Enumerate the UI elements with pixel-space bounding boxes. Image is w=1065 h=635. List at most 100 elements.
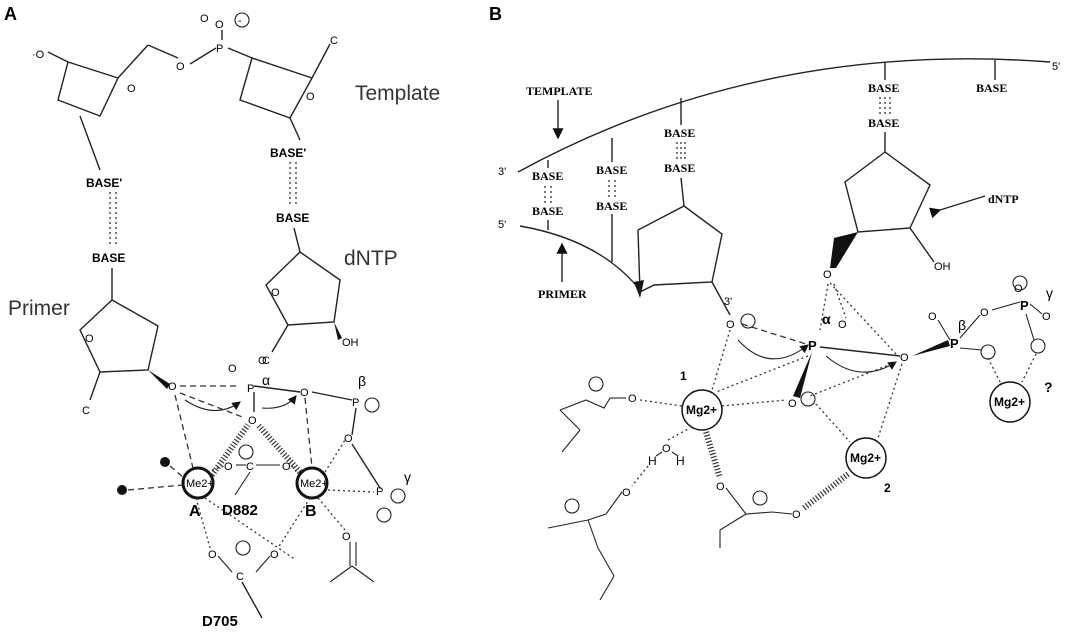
a-base-prime-left: BASE' <box>86 176 122 190</box>
svg-text:C: C <box>236 571 244 583</box>
a-base-prime-right: BASE' <box>270 146 306 160</box>
mg-1-number: 1 <box>680 369 687 383</box>
template-label: Template <box>355 82 440 105</box>
svg-text:O: O <box>168 381 177 393</box>
svg-text:C: C <box>330 35 338 47</box>
svg-text:P: P <box>376 486 383 498</box>
residue-d882: D882 <box>222 502 258 519</box>
svg-text:O: O <box>127 83 136 95</box>
b-base-4-dntp: BASE <box>868 116 899 130</box>
panel-a: A ·O O O P O - O O C Template BASE' <box>4 4 440 630</box>
svg-text:O: O <box>1042 311 1051 323</box>
a-base-left: BASE <box>92 251 125 265</box>
svg-text:O: O <box>628 393 637 405</box>
svg-text:O: O <box>716 481 725 493</box>
svg-text:O: O <box>258 355 267 367</box>
svg-text:O: O <box>622 487 631 499</box>
svg-text:O: O <box>342 531 351 543</box>
alpha-b: α <box>822 311 831 327</box>
svg-text:O: O <box>176 61 185 73</box>
b-base-2-template: BASE <box>596 163 627 177</box>
panel-b: B 3' 5' TEMPLATE BASE BASE BASE BASE BAS… <box>489 4 1060 601</box>
svg-text:O: O <box>928 311 937 323</box>
template-3prime: 3' <box>498 166 506 178</box>
metal-a-symbol: Me2+ <box>186 478 214 490</box>
svg-text:P: P <box>352 397 359 409</box>
panel-a-label: A <box>4 4 17 24</box>
b-base-5-template: BASE <box>976 81 1007 95</box>
mg-3-question: ? <box>1044 379 1053 395</box>
primer-3prime-label: 3' <box>724 296 732 308</box>
primer-arrow-label: PRIMER <box>538 287 587 301</box>
template-strand <box>517 58 1051 173</box>
b-base-1-template: BASE <box>532 169 563 183</box>
svg-text:O: O <box>228 363 237 375</box>
primer-strand <box>519 225 641 291</box>
water-o: O <box>662 443 671 455</box>
svg-text:C: C <box>262 355 270 367</box>
svg-text:O: O <box>208 549 217 561</box>
template-arrow-label: TEMPLATE <box>526 84 592 98</box>
primer-5prime: 5' <box>498 219 506 231</box>
water-h-1: H <box>648 454 657 468</box>
mg-ion-1 <box>681 389 723 431</box>
metal-b-label: B <box>305 503 317 520</box>
dntp-label-b: dNTP <box>988 192 1019 206</box>
svg-text:O: O <box>344 433 353 445</box>
b-base-1-primer: BASE <box>532 204 563 218</box>
b-o3prime: O <box>726 319 735 331</box>
b-base-4-template: BASE <box>868 81 899 95</box>
svg-text:·O: ·O <box>32 49 45 61</box>
a-base-right: BASE <box>276 211 309 225</box>
gamma-a: γ <box>404 469 411 485</box>
template-backbone: ·O O O P O - O O C <box>32 12 338 119</box>
panel-b-label: B <box>489 4 502 24</box>
svg-text:O: O <box>248 415 257 427</box>
svg-text:P: P <box>247 383 254 395</box>
metal-a-label: A <box>189 503 201 520</box>
mg-3-label: Mg2+ <box>994 395 1025 409</box>
mg-ion-2 <box>845 437 887 479</box>
svg-text:O: O <box>300 387 309 399</box>
residue-d705: D705 <box>202 613 238 630</box>
svg-text:O: O <box>1014 283 1023 295</box>
svg-text:O: O <box>900 352 909 364</box>
svg-text:-: - <box>238 15 242 27</box>
svg-text:O: O <box>215 19 224 31</box>
gamma-p-b: P <box>1020 298 1029 313</box>
svg-text:O: O <box>270 549 279 561</box>
template-5prime: 5' <box>1052 61 1060 73</box>
gamma-b: γ <box>1046 285 1053 301</box>
primer-label-a: Primer <box>8 297 70 320</box>
mg-2-number: 2 <box>884 481 891 495</box>
svg-text:O: O <box>271 287 280 299</box>
b-base-3-template: BASE <box>664 126 695 140</box>
oh-label-a: OH <box>342 337 359 349</box>
svg-text:C: C <box>82 405 90 417</box>
svg-text:O: O <box>282 461 291 473</box>
mg-ion-3 <box>989 381 1031 423</box>
svg-text:O: O <box>788 398 797 410</box>
svg-text:O: O <box>838 319 847 331</box>
beta-p-b: P <box>950 336 959 351</box>
metal-a-ion <box>181 466 215 500</box>
mg-1-label: Mg2+ <box>686 403 717 417</box>
b-base-2-primer: BASE <box>596 199 627 213</box>
svg-text:O: O <box>85 333 94 345</box>
svg-text:O: O <box>823 269 832 281</box>
svg-text:O: O <box>980 307 989 319</box>
dntp-label-a: dNTP <box>344 247 398 270</box>
svg-text:O: O <box>200 13 209 25</box>
beta-b: β <box>958 317 966 333</box>
beta-a: β <box>358 373 366 389</box>
b-base-3-primer: BASE <box>664 161 695 175</box>
svg-text:P: P <box>216 43 223 55</box>
oh-label-b: OH <box>934 261 951 273</box>
svg-text:O: O <box>792 509 801 521</box>
alpha-a: α <box>262 372 270 388</box>
alpha-p-b: P <box>808 338 817 353</box>
mg-2-label: Mg2+ <box>850 451 881 465</box>
svg-text:O: O <box>306 91 315 103</box>
svg-text:C: C <box>246 461 254 473</box>
